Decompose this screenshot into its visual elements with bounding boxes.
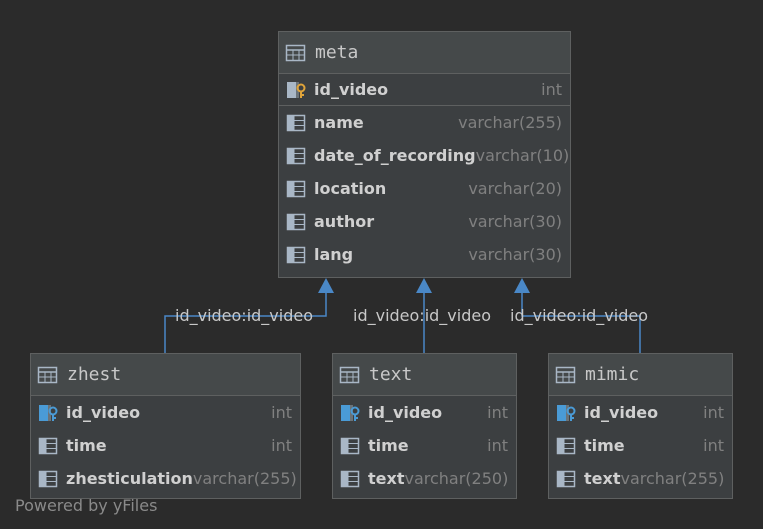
column-icon <box>556 437 576 454</box>
column-type: varchar(20) <box>468 179 562 198</box>
column-type: varchar(10) <box>475 146 570 165</box>
relation-label-text: id_video:id_video <box>353 306 491 325</box>
column-icon <box>38 437 58 454</box>
column-name: id_video <box>368 403 443 422</box>
column-name: id_video <box>314 80 389 99</box>
table-title: mimic <box>585 364 640 385</box>
table-zhest[interactable]: zhest id_video int time int <box>30 353 301 499</box>
column-row[interactable]: author varchar(30) <box>279 205 570 238</box>
column-name: lang <box>314 245 354 264</box>
column-type: varchar(255) <box>192 469 297 488</box>
table-mimic[interactable]: mimic id_video int time int <box>548 353 733 499</box>
foreign-key-icon <box>341 404 360 421</box>
table-icon <box>555 366 576 383</box>
column-type: varchar(250) <box>404 469 509 488</box>
column-icon <box>286 114 306 131</box>
column-row[interactable]: lang varchar(30) <box>279 238 570 271</box>
column-row[interactable]: location varchar(20) <box>279 172 570 205</box>
foreign-key-icon <box>39 404 58 421</box>
primary-key-icon <box>287 81 306 98</box>
table-icon <box>37 366 58 383</box>
column-name: time <box>368 436 409 455</box>
column-type: int <box>271 436 292 455</box>
column-name: zhesticulation <box>66 469 193 488</box>
relation-label-mimic: id_video:id_video <box>510 306 648 325</box>
table-header[interactable]: zhest <box>31 354 300 396</box>
column-row[interactable]: id_video int <box>549 396 732 429</box>
table-title: meta <box>315 42 359 63</box>
column-row[interactable]: time int <box>333 429 516 462</box>
column-name: author <box>314 212 375 231</box>
column-row[interactable]: time int <box>31 429 300 462</box>
column-row[interactable]: id_video int <box>333 396 516 429</box>
column-type: int <box>541 80 562 99</box>
table-header[interactable]: mimic <box>549 354 732 396</box>
column-type: int <box>703 403 724 422</box>
column-name: location <box>314 179 387 198</box>
column-type: int <box>271 403 292 422</box>
column-row[interactable]: zhesticulation varchar(255) <box>31 462 300 495</box>
column-name: text <box>368 469 405 488</box>
edge-zhest-meta <box>164 290 327 353</box>
table-header[interactable]: meta <box>279 32 570 74</box>
powered-by-watermark: Powered by yFiles <box>15 496 158 515</box>
column-name: text <box>584 469 621 488</box>
column-icon <box>556 470 576 487</box>
column-type: int <box>487 436 508 455</box>
column-name: time <box>584 436 625 455</box>
relation-label-zhest: id_video:id_video <box>175 306 313 325</box>
column-icon <box>340 437 360 454</box>
edge-mimic-meta <box>521 290 641 353</box>
arrowhead-mimic <box>514 278 530 293</box>
column-name: name <box>314 113 364 132</box>
column-row[interactable]: id_video int <box>279 74 570 106</box>
column-row[interactable]: time int <box>549 429 732 462</box>
column-row[interactable]: text varchar(255) <box>549 462 732 495</box>
column-name: date_of_recording <box>314 146 476 165</box>
column-icon <box>286 246 306 263</box>
column-name: id_video <box>584 403 659 422</box>
column-row[interactable]: date_of_recording varchar(10) <box>279 139 570 172</box>
column-type: int <box>487 403 508 422</box>
table-icon <box>285 44 306 61</box>
column-icon <box>38 470 58 487</box>
column-row[interactable]: text varchar(250) <box>333 462 516 495</box>
column-name: time <box>66 436 107 455</box>
table-title: zhest <box>67 364 122 385</box>
table-icon <box>339 366 360 383</box>
column-type: varchar(255) <box>620 469 725 488</box>
table-header[interactable]: text <box>333 354 516 396</box>
column-row[interactable]: name varchar(255) <box>279 106 570 139</box>
column-type: varchar(255) <box>458 113 562 132</box>
column-name: id_video <box>66 403 141 422</box>
arrowhead-text <box>416 278 432 293</box>
column-icon <box>286 147 306 164</box>
column-icon <box>286 213 306 230</box>
column-type: varchar(30) <box>468 245 562 264</box>
arrowhead-zhest <box>318 278 334 293</box>
column-type: varchar(30) <box>468 212 562 231</box>
foreign-key-icon <box>557 404 576 421</box>
table-text[interactable]: text id_video int time int <box>332 353 517 499</box>
column-icon <box>340 470 360 487</box>
column-icon <box>286 180 306 197</box>
table-meta[interactable]: meta id_video int name varchar(255) <box>278 31 571 278</box>
column-row[interactable]: id_video int <box>31 396 300 429</box>
table-title: text <box>369 364 413 385</box>
column-type: int <box>703 436 724 455</box>
